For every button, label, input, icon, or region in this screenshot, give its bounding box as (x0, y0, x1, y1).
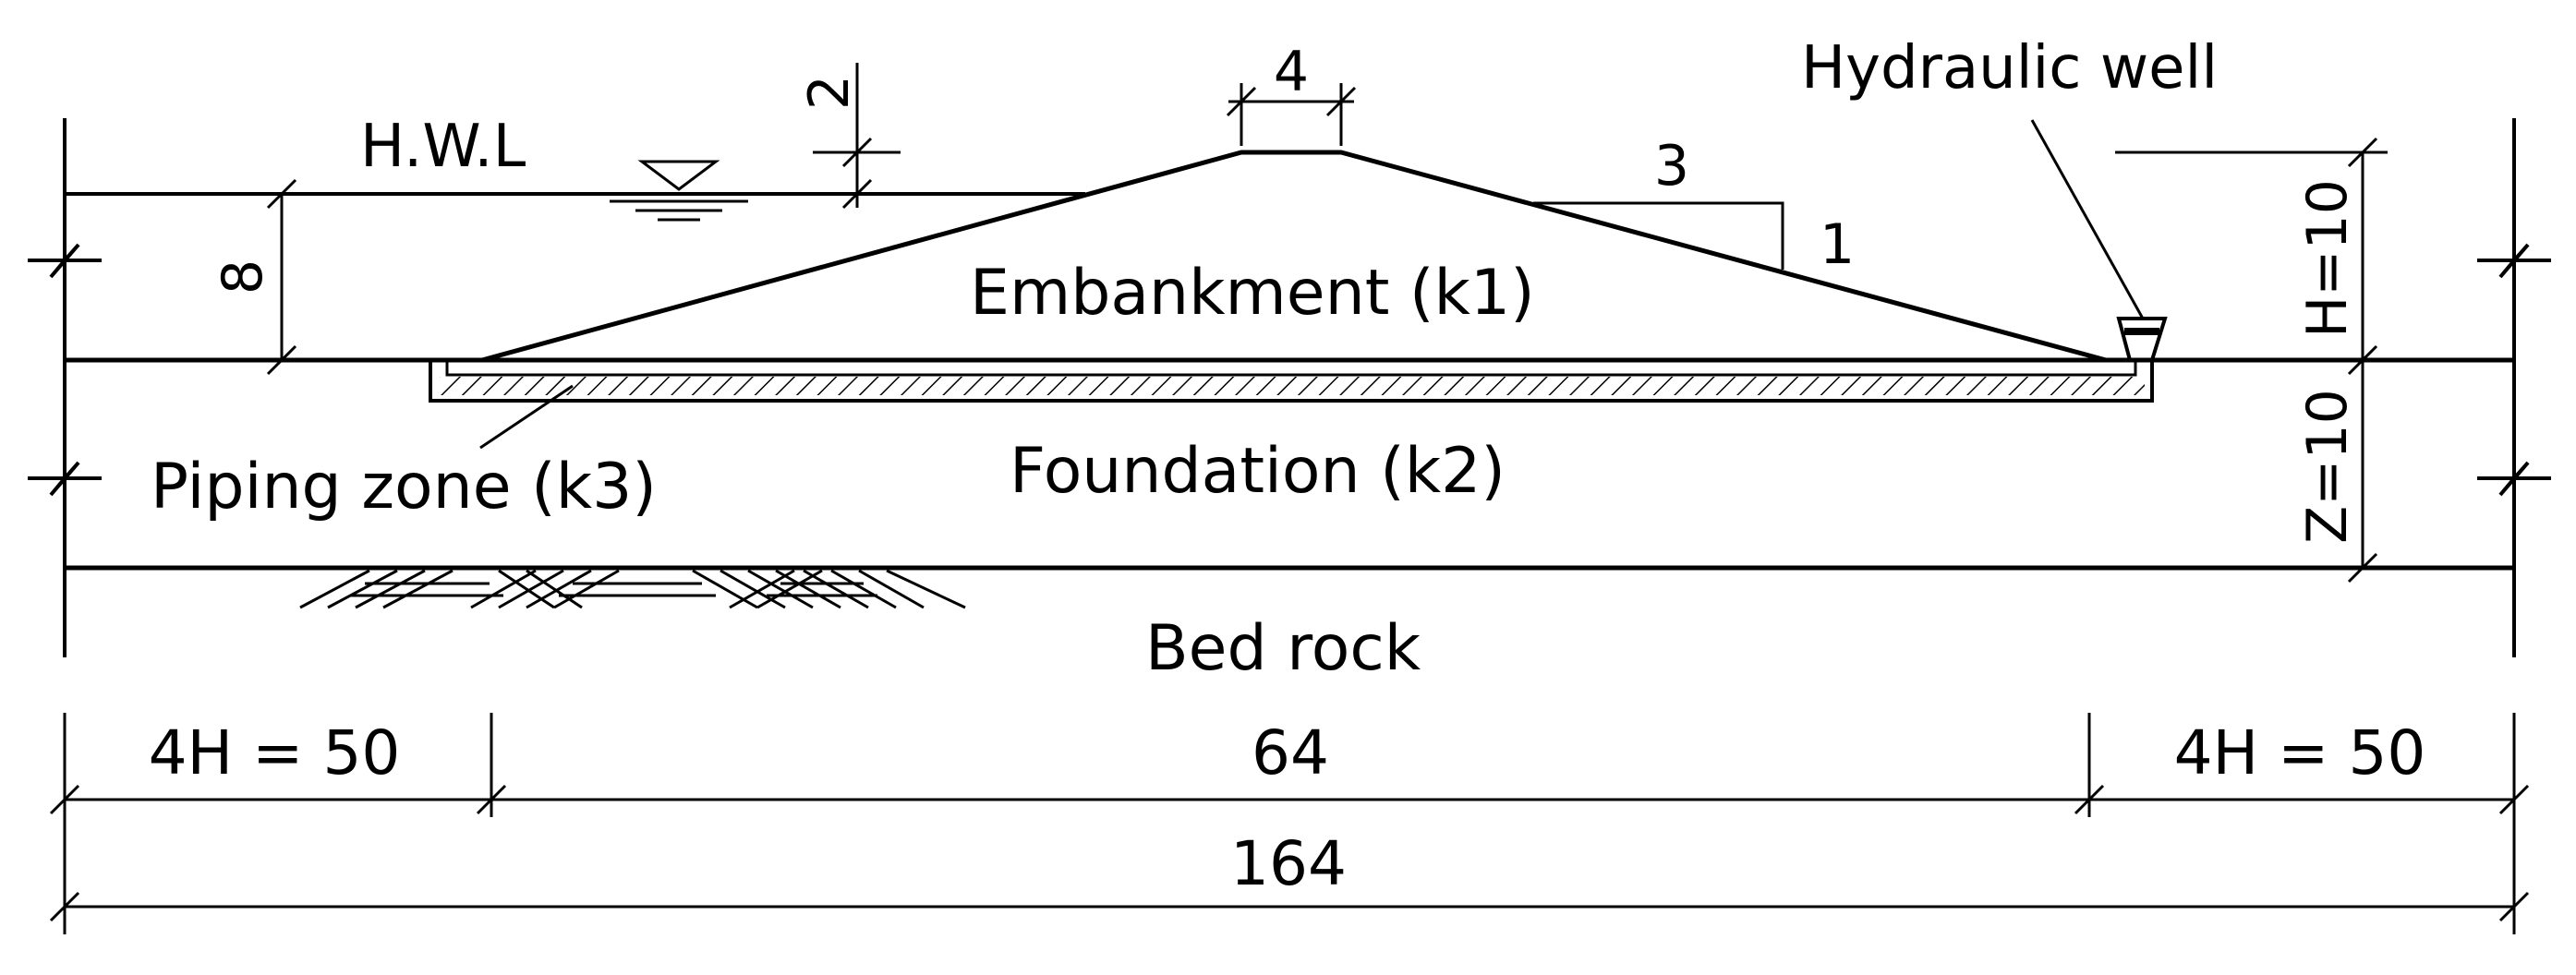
freeboard-label: 2 (797, 75, 862, 110)
embankment-height-label: H=10 (2295, 179, 2360, 338)
piping-zone-inner-line (445, 360, 2137, 377)
length-dimensions (49, 713, 2530, 934)
water-depth-dimension (266, 178, 297, 376)
slope-horizontal-label: 3 (1654, 134, 1689, 199)
piping-zone-leader (479, 384, 574, 450)
height-dimensions (2115, 137, 2388, 584)
foundation-depth-label: Z=10 (2295, 389, 2360, 544)
hydraulic-well-water (2124, 328, 2159, 335)
left-break-mark-upper (28, 243, 102, 279)
right-break-mark-lower (2477, 461, 2551, 497)
piping-zone (429, 360, 2154, 403)
piping-zone-hatch (440, 377, 2145, 395)
embankment-label: Embankment (k1) (970, 257, 1535, 330)
middle-length-label: 64 (1252, 717, 1329, 788)
crest-width-label: 4 (1274, 40, 1309, 104)
right-length-label: 4H = 50 (2174, 717, 2426, 788)
total-length-label: 164 (1230, 828, 1347, 899)
slope-ratio-indicator (1533, 201, 1784, 270)
left-length-label: 4H = 50 (149, 717, 401, 788)
water-depth-label: 8 (211, 259, 275, 295)
embankment-outline (481, 150, 2107, 363)
foundation-label: Foundation (k2) (1010, 435, 1506, 508)
slope-vertical-label: 1 (1820, 212, 1855, 277)
bed-rock-label: Bed rock (1145, 612, 1421, 685)
crest-width-dimension (1226, 83, 1357, 146)
hydraulic-well (2030, 119, 2168, 362)
freeboard-dimension (813, 63, 901, 210)
left-break-mark-lower (28, 461, 102, 497)
piping-zone-label: Piping zone (k3) (151, 451, 657, 524)
right-break-mark-upper (2477, 243, 2551, 279)
hydraulic-well-leader (2030, 119, 2145, 319)
hydraulic-well-body (2116, 317, 2168, 362)
hydraulic-well-label: Hydraulic well (1801, 34, 2218, 102)
bedrock-hatch-symbol (299, 569, 966, 609)
piping-zone-outline (429, 360, 2154, 403)
water-level-symbol (610, 160, 748, 222)
hwl-label: H.W.L (360, 113, 526, 181)
